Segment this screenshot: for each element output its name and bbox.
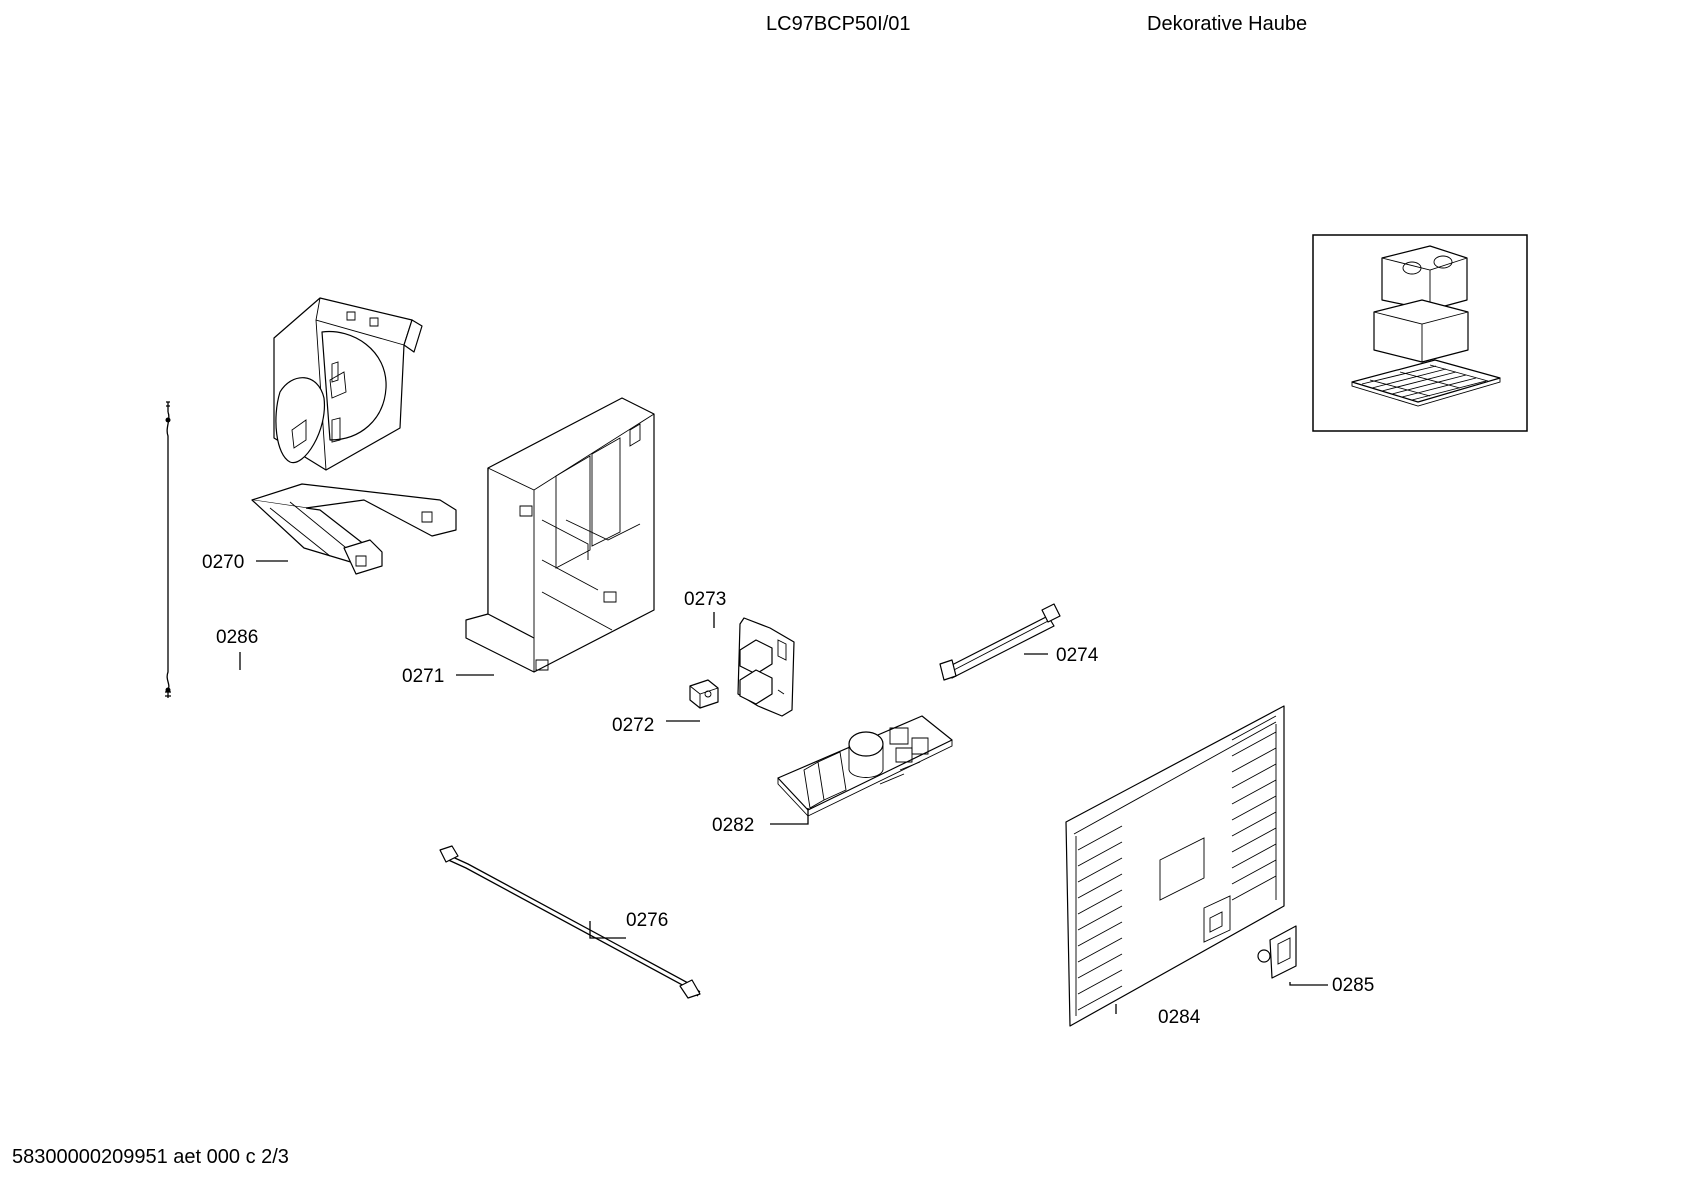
part-0276-cable <box>440 846 700 998</box>
part-label-0286: 0286 <box>216 627 259 648</box>
part-label-0284: 0284 <box>1158 1007 1201 1028</box>
part-label-0276: 0276 <box>626 910 669 931</box>
overview-thumbnail <box>1313 235 1527 431</box>
part-0273-relay-board <box>738 618 794 716</box>
section-title: Dekorative Haube <box>1147 13 1308 35</box>
part-0285-cover <box>1258 926 1296 978</box>
part-label-0271: 0271 <box>402 666 445 687</box>
part-label-0285: 0285 <box>1332 975 1375 996</box>
part-0286-wire <box>165 402 171 698</box>
leader-lines <box>240 561 1328 1014</box>
part-0271-housing <box>466 398 654 672</box>
part-label-0282: 0282 <box>712 815 755 836</box>
part-0270-bracket <box>252 298 456 574</box>
part-0284-control-board <box>1066 706 1284 1026</box>
part-label-0273: 0273 <box>684 589 727 610</box>
model-number: LC97BCP50I/01 <box>766 13 911 35</box>
part-label-0274: 0274 <box>1056 645 1099 666</box>
part-label-0272: 0272 <box>612 715 655 736</box>
part-0282-power-board <box>778 716 952 816</box>
part-0274-ribbon-cable <box>940 604 1060 680</box>
part-0272-clip <box>690 680 718 708</box>
part-label-0270: 0270 <box>202 552 245 573</box>
document-code: 58300000209951 aet 000 c 2/3 <box>12 1146 289 1168</box>
